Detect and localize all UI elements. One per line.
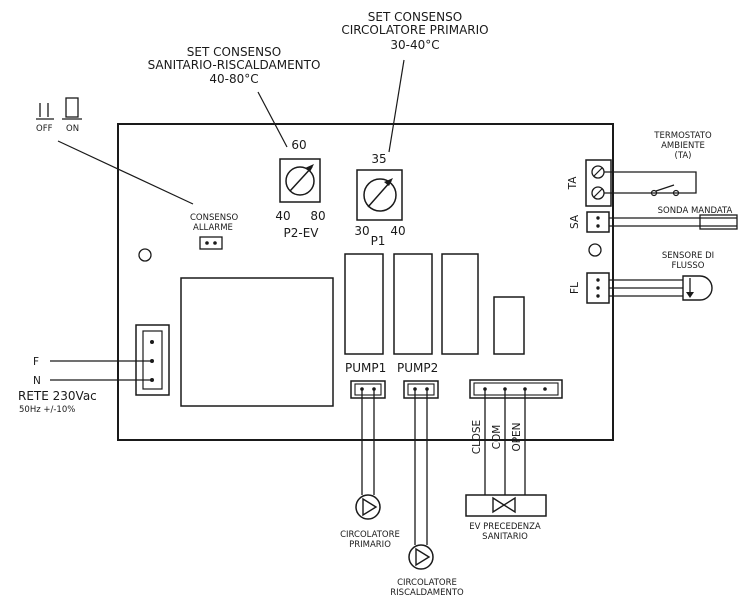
- rete-sub-label: 50Hz +/-10%: [19, 405, 75, 415]
- close-label: CLOSE: [471, 420, 483, 454]
- p2-name: P2-EV: [284, 226, 320, 240]
- sonda-probe: [699, 214, 738, 230]
- set-sanitario-range: 40-80°C: [209, 72, 258, 86]
- set-sanitario-title-2: SANITARIO-RISCALDAMENTO: [148, 58, 321, 72]
- fl-connector: [586, 272, 610, 304]
- sensore-label-1: SENSORE DI: [662, 251, 714, 261]
- valve-connector: [469, 379, 563, 399]
- mounting-hole-left: [138, 248, 152, 262]
- p1-max-value: 40: [390, 224, 405, 238]
- ev-label-1: EV PRECEDENZA: [469, 522, 541, 532]
- com-label: COM: [491, 425, 503, 450]
- phase-label: F: [33, 356, 39, 368]
- ev-valve: [465, 494, 547, 517]
- rete-label: RETE 230Vac: [18, 389, 97, 403]
- control-board: [117, 123, 614, 441]
- sa-connector: [586, 211, 610, 233]
- p1-top-value: 35: [371, 152, 386, 166]
- thermostat-switch: [650, 184, 680, 197]
- switch-on-label: ON: [66, 124, 79, 134]
- transformer-block: [180, 277, 334, 407]
- allarme-label-1: CONSENSO: [190, 213, 239, 223]
- allarme-label-2: ALLARME: [193, 223, 233, 233]
- neutral-label: N: [33, 375, 41, 387]
- circ-risc-label-1: CIRCOLATORE: [397, 578, 457, 588]
- allarme-connector: [199, 236, 223, 250]
- sonda-label: SONDA MANDATA: [658, 206, 733, 216]
- set-primario-title-2: CIRCOLATORE PRIMARIO: [341, 23, 488, 37]
- circ-primario-label-2: PRIMARIO: [349, 540, 391, 550]
- open-label: OPEN: [511, 422, 523, 451]
- termostato-label-2: AMBIENTE: [661, 141, 705, 151]
- termostato-label-3: (TA): [675, 151, 692, 161]
- relay-3: [441, 253, 479, 355]
- pump2-connector: [403, 380, 439, 399]
- set-primario-range: 30-40°C: [390, 38, 439, 52]
- circ-primario-label-1: CIRCOLATORE: [340, 530, 400, 540]
- circ-risc-label-2: RISCALDAMENTO: [390, 588, 464, 598]
- pump1-label: PUMP1: [345, 361, 386, 375]
- termostato-label-1: TERMOSTATO: [653, 131, 712, 141]
- circolatore-primario-pump: [355, 494, 381, 520]
- ev-label-2: SANITARIO: [482, 532, 528, 542]
- set-primario-title-1: SET CONSENSO: [368, 10, 462, 24]
- p1-min-value: 30: [354, 224, 369, 238]
- relay-1: [344, 253, 384, 355]
- p1-name: P1: [371, 234, 386, 248]
- set-sanitario-title-1: SET CONSENSO: [187, 45, 281, 59]
- pump1-connector: [350, 380, 386, 399]
- p1-potentiometer[interactable]: [356, 169, 403, 221]
- fl-label: FL: [569, 282, 581, 294]
- mounting-hole-right: [588, 243, 602, 257]
- sensore-label-2: FLUSSO: [672, 261, 705, 271]
- ta-label: TA: [567, 176, 579, 191]
- p2-min-value: 40: [275, 209, 290, 223]
- p2-max-value: 80: [310, 209, 325, 223]
- flow-sensor: [682, 275, 713, 301]
- circolatore-riscaldamento-pump: [408, 544, 434, 570]
- p2-potentiometer[interactable]: [279, 158, 321, 203]
- power-connector: [135, 324, 170, 396]
- relay-4: [493, 296, 525, 355]
- power-switch: OFF ON: [36, 97, 82, 134]
- pump2-label: PUMP2: [397, 361, 438, 375]
- relay-2: [393, 253, 433, 355]
- p2-top-value: 60: [291, 138, 306, 152]
- switch-off-label: OFF: [36, 124, 53, 134]
- sa-label: SA: [569, 214, 581, 229]
- ta-terminal: [585, 159, 612, 207]
